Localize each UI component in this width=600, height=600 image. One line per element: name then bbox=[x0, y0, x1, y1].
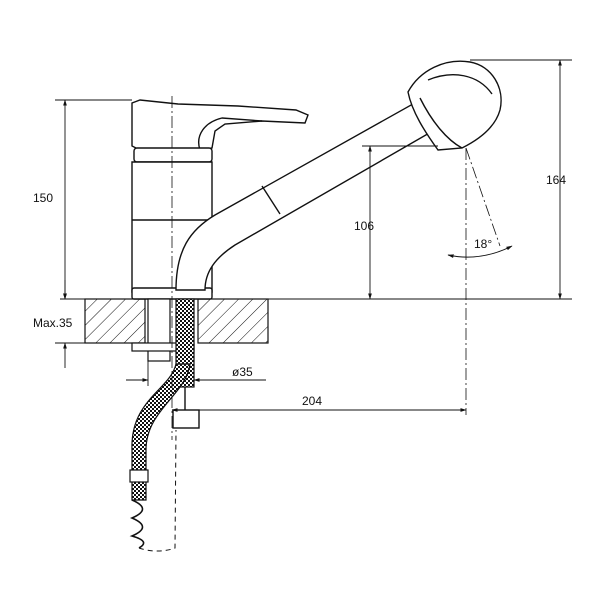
mounting-stud bbox=[147, 298, 171, 362]
angle18-arc bbox=[447, 245, 513, 259]
dim-label-max35: Max.35 bbox=[33, 316, 73, 330]
dim-label-150: 150 bbox=[33, 191, 53, 205]
dim-label-18deg: 18° bbox=[474, 237, 492, 251]
countertop-left bbox=[84, 298, 146, 344]
dim-label-164: 164 bbox=[546, 173, 566, 187]
spray-head-face bbox=[419, 97, 463, 149]
dimension-lines bbox=[55, 59, 572, 412]
pullout-spout bbox=[175, 60, 502, 291]
spray-head bbox=[407, 60, 502, 151]
spray-head-ridge bbox=[427, 74, 493, 95]
spout-joint bbox=[261, 185, 281, 215]
dimension-labels: 150 164 106 18° Max.35 ø35 204 bbox=[33, 173, 566, 408]
braided-pullout-hose bbox=[131, 363, 191, 501]
pipe-fitting bbox=[172, 409, 200, 429]
dim-label-204: 204 bbox=[302, 394, 322, 408]
hose-loop-dashed bbox=[138, 429, 177, 552]
hose-weight-coil bbox=[129, 499, 145, 549]
dim-label-dia35: ø35 bbox=[232, 365, 253, 379]
lever-handle bbox=[131, 99, 309, 151]
lever-handle-inner bbox=[198, 117, 263, 151]
cartridge-cap bbox=[133, 147, 213, 163]
center-lines bbox=[171, 96, 501, 440]
hose-ferrule bbox=[129, 469, 149, 483]
countertop-right bbox=[197, 298, 269, 344]
countertop-section bbox=[60, 298, 572, 344]
dim-label-106: 106 bbox=[354, 219, 374, 233]
connection-tubes bbox=[129, 298, 200, 552]
spray-axis bbox=[465, 147, 501, 247]
